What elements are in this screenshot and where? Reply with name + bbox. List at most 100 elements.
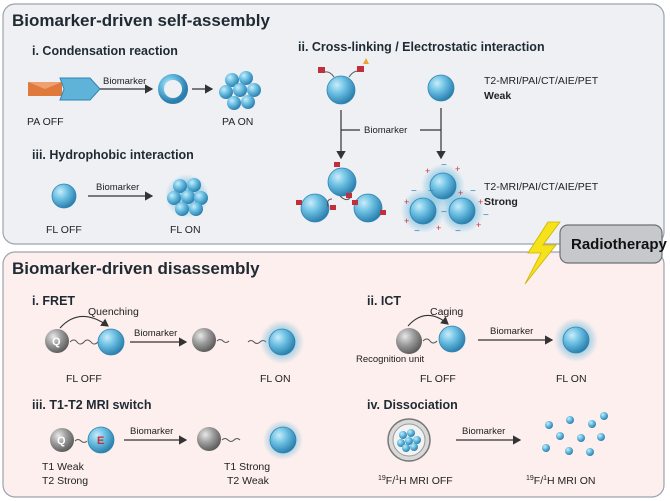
disassembly-title: Biomarker-driven disassembly bbox=[12, 259, 260, 278]
condensation-heading: i. Condensation reaction bbox=[32, 44, 178, 58]
dissociation-heading: iv. Dissociation bbox=[367, 398, 458, 412]
electrostatic-assembly-icon: +++ +++ ++ −−− −−− −− bbox=[401, 160, 489, 237]
t1t2-free-sphere-icon bbox=[269, 426, 297, 454]
mri-on-mid: F/ bbox=[534, 475, 543, 487]
svg-text:−: − bbox=[411, 186, 417, 197]
svg-text:−: − bbox=[455, 226, 461, 237]
mri-on-tail: H MRI ON bbox=[547, 475, 595, 487]
quenching-arc-arrow bbox=[59, 315, 109, 329]
svg-text:+: + bbox=[425, 166, 430, 176]
condensation-arrow-label: Biomarker bbox=[103, 76, 146, 87]
mri-off-tail: H MRI OFF bbox=[399, 475, 453, 487]
lightning-bolt-icon bbox=[524, 221, 561, 285]
t1t2-q-letter: Q bbox=[57, 435, 66, 447]
svg-text:+: + bbox=[455, 164, 460, 174]
svg-text:−: − bbox=[470, 186, 476, 197]
quenching-label: Quenching bbox=[88, 306, 139, 318]
t1t2-quencher-icon bbox=[50, 428, 74, 452]
svg-text:−: − bbox=[441, 207, 447, 218]
ring-intermediate-icon bbox=[158, 74, 188, 104]
crosslinked-assembly-icon bbox=[296, 162, 386, 223]
dissociation-capsule-icon bbox=[387, 418, 431, 462]
ict-on-label: FL ON bbox=[556, 373, 587, 385]
svg-text:+: + bbox=[458, 188, 463, 198]
ict-heading: ii. ICT bbox=[367, 294, 401, 308]
radiotherapy-label: Radiotherapy bbox=[571, 236, 668, 253]
disassembly-panel bbox=[2, 251, 665, 498]
fret-linker bbox=[69, 339, 99, 345]
t1t2-arrow-label: Biomarker bbox=[130, 426, 173, 437]
t2-strong-label: T2 Strong bbox=[42, 475, 88, 487]
t1t2-e-letter: E bbox=[97, 435, 104, 447]
t1t2-heading: iii. T1-T2 MRI switch bbox=[32, 398, 151, 412]
caging-arc-arrow bbox=[407, 314, 449, 327]
weak-label: Weak bbox=[484, 90, 511, 102]
quencher-letter: Q bbox=[52, 336, 61, 348]
t2-weak-label: T2 Weak bbox=[227, 475, 270, 487]
svg-text:−: − bbox=[441, 160, 447, 171]
fret-heading: i. FRET bbox=[32, 294, 75, 308]
fret-off-label: FL OFF bbox=[66, 373, 102, 385]
fret-on-label: FL ON bbox=[260, 373, 291, 385]
pa-probe-icon bbox=[28, 77, 101, 101]
crosslink-heading: ii. Cross-linking / Electrostatic intera… bbox=[298, 40, 545, 54]
mri-off-mid: F/ bbox=[386, 475, 395, 487]
mri-off-sup: 19 bbox=[378, 475, 386, 482]
mri-off-sup2: 1 bbox=[395, 475, 399, 482]
dispersed-particles-icon bbox=[542, 412, 608, 456]
svg-text:+: + bbox=[404, 197, 409, 207]
self-assembly-panel bbox=[2, 3, 665, 245]
ict-arrow-label: Biomarker bbox=[490, 326, 533, 337]
self-assembly-title: Biomarker-driven self-assembly bbox=[12, 11, 270, 30]
t1t2-released-linker bbox=[221, 438, 241, 442]
caging-label: Caging bbox=[430, 306, 463, 318]
dissociation-arrow-label: Biomarker bbox=[462, 426, 505, 437]
t1t2-enhancer-icon bbox=[87, 426, 115, 454]
mri-on-sup: 19 bbox=[526, 475, 534, 482]
svg-text:−: − bbox=[483, 210, 489, 221]
ict-off-label: FL OFF bbox=[420, 373, 456, 385]
t1t2-linker bbox=[74, 439, 88, 443]
svg-text:+: + bbox=[436, 223, 441, 233]
fl-on-label: FL ON bbox=[170, 224, 201, 236]
fl-off-label: FL OFF bbox=[46, 224, 82, 236]
t1t2-released-quencher-icon bbox=[197, 427, 221, 451]
t1-weak-label: T1 Weak bbox=[42, 461, 85, 473]
fl-off-sphere-icon bbox=[51, 183, 77, 209]
fret-fluorophore-icon bbox=[97, 328, 125, 356]
electrostatic-monomer-icon bbox=[427, 74, 455, 102]
released-linker bbox=[216, 339, 230, 343]
strong-label: Strong bbox=[484, 196, 518, 208]
svg-text:+: + bbox=[476, 220, 481, 230]
recognition-unit-label: Recognition unit bbox=[356, 354, 424, 365]
crosslink-arrow-label: Biomarker bbox=[364, 125, 407, 136]
svg-text:−: − bbox=[414, 226, 420, 237]
released-quencher-icon bbox=[192, 328, 216, 352]
svg-text:−: − bbox=[428, 186, 434, 197]
pa-aggregate-icon bbox=[219, 71, 261, 110]
quencher-sphere-icon bbox=[45, 329, 69, 353]
pa-off-label: PA OFF bbox=[27, 116, 64, 128]
ict-linker bbox=[422, 338, 438, 344]
pa-on-label: PA ON bbox=[222, 116, 253, 128]
svg-text:+: + bbox=[478, 197, 483, 207]
ict-on-sphere-icon bbox=[562, 326, 590, 354]
radiotherapy-badge bbox=[559, 224, 663, 264]
modalities-strong-label: T2-MRI/PAI/CT/AIE/PET bbox=[484, 181, 599, 193]
recognition-unit-icon bbox=[396, 328, 422, 354]
mri-off-label: 19F/1H MRI OFF bbox=[378, 475, 453, 487]
modalities-weak-label: T2-MRI/PAI/CT/AIE/PET bbox=[484, 75, 599, 87]
crosslink-bracket bbox=[336, 108, 446, 160]
t1-strong-label: T1 Strong bbox=[224, 461, 270, 473]
hydrophobic-arrow-label: Biomarker bbox=[96, 182, 139, 193]
crosslink-monomer-icon bbox=[318, 58, 369, 105]
mri-on-sup2: 1 bbox=[543, 475, 547, 482]
fret-on-sphere-icon bbox=[268, 328, 296, 356]
mri-on-label: 19F/1H MRI ON bbox=[526, 475, 595, 487]
svg-text:+: + bbox=[404, 216, 409, 226]
hydrophobic-heading: iii. Hydrophobic interaction bbox=[32, 148, 194, 162]
ict-fluorophore-icon bbox=[438, 325, 466, 353]
fl-aggregate-icon bbox=[165, 174, 209, 218]
fret-arrow-label: Biomarker bbox=[134, 328, 177, 339]
